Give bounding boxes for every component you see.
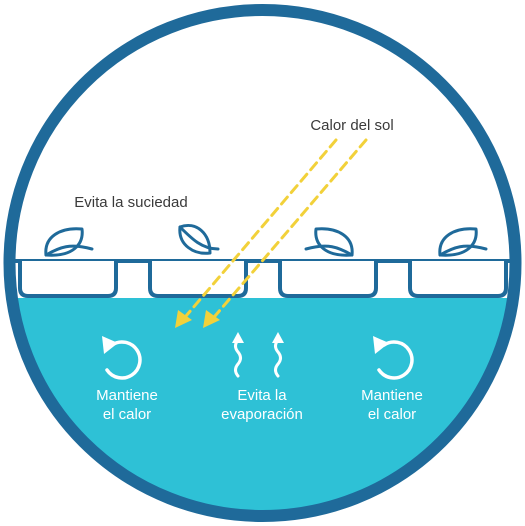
circular-arrow-icon — [105, 340, 142, 380]
circular-arrow-head-icon — [373, 336, 389, 354]
arrowhead-icon — [272, 332, 284, 343]
cover-cell — [278, 261, 378, 298]
label-right-heat-line2: el calor — [368, 406, 416, 423]
circular-arrow-head-icon — [102, 336, 118, 354]
cover-cell — [148, 261, 248, 298]
label-evaporation-line1: Evita la — [237, 387, 287, 404]
dashed-arrow-icon — [213, 138, 368, 318]
arrowhead-icon — [203, 310, 220, 328]
label-right-heat-line1: Mantiene — [361, 387, 423, 404]
arrowhead-icon — [175, 310, 192, 328]
wavy-up-arrow-icon — [234, 338, 242, 378]
cover-cell — [18, 261, 118, 298]
wavy-up-arrow-icon — [274, 338, 282, 378]
leaf-icon — [178, 224, 220, 255]
label-evaporation-line2: evaporación — [221, 406, 303, 423]
outer-ring — [3, 4, 522, 522]
label-dirt: Evita la suciedad — [74, 194, 187, 211]
dashed-arrow-icon — [184, 138, 338, 318]
label-sun-heat: Calor del sol — [310, 117, 393, 134]
leaf-icon — [438, 227, 488, 257]
label-left-heat-line2: el calor — [103, 406, 151, 423]
arrowhead-icon — [232, 332, 244, 343]
leaf-icon — [304, 227, 354, 257]
label-left-heat-line1: Mantiene — [96, 387, 158, 404]
circular-arrow-icon — [377, 340, 414, 380]
leaf-icon — [44, 227, 94, 257]
cover-cell — [408, 261, 508, 298]
